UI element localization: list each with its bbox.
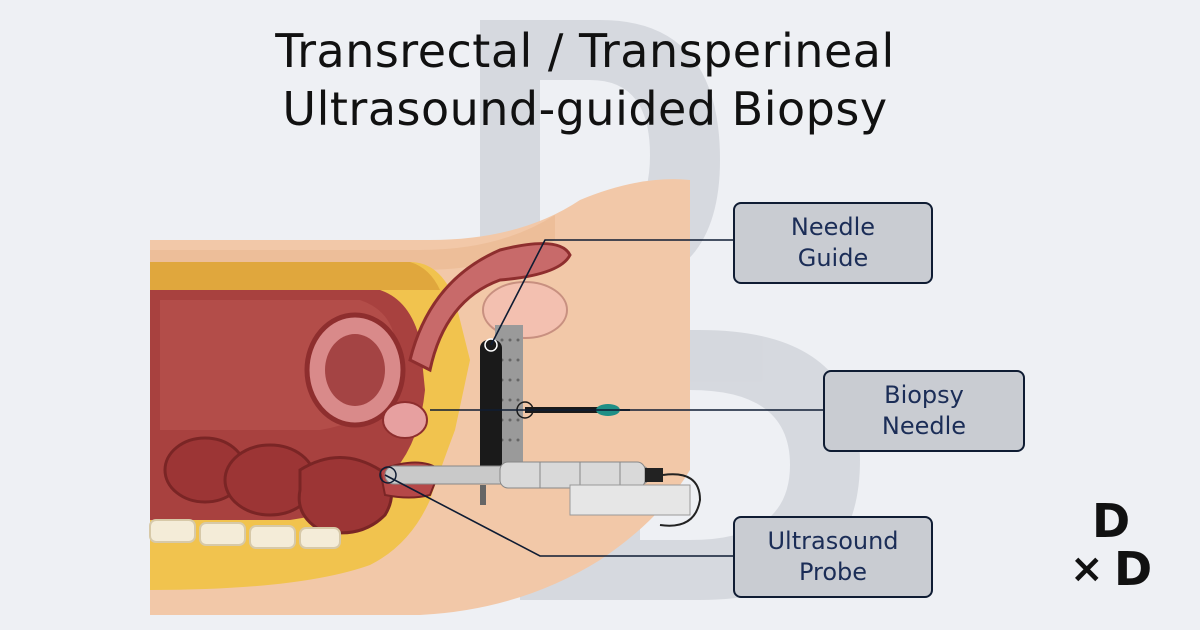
logo-letter-bottom: D xyxy=(1114,542,1153,596)
logo-letter-top: D xyxy=(1092,494,1131,548)
bladder xyxy=(304,312,406,428)
diagram-title: Transrectal / Transperineal Ultrasound-g… xyxy=(0,22,1170,138)
callout-biopsy-needle-line-2: Needle xyxy=(881,412,967,440)
spine xyxy=(149,519,341,549)
logo-cross: × xyxy=(1070,546,1104,592)
callout-needle-guide: Needle Guide xyxy=(733,202,933,284)
leader-line-ultrasound-probe xyxy=(384,474,735,557)
callout-needle-guide-line-1: Needle xyxy=(790,213,876,241)
intestine xyxy=(163,436,393,535)
dxd-logo: D × D xyxy=(1070,494,1170,598)
callout-ultrasound-probe: Ultrasound Probe xyxy=(733,516,933,598)
callout-biopsy-needle: Biopsy Needle xyxy=(823,370,1025,452)
leader-lines xyxy=(384,239,825,557)
prostate xyxy=(382,401,428,439)
callout-biopsy-needle-line-1: Biopsy xyxy=(884,381,964,409)
urethra xyxy=(408,242,572,373)
ultrasound-probe-device xyxy=(384,461,702,527)
needle-guide-device xyxy=(480,325,523,480)
callout-ultrasound-probe-line-1: Ultrasound xyxy=(767,527,899,555)
leader-line-needle-guide xyxy=(490,239,735,346)
probe-tip-marker xyxy=(379,466,397,484)
title-line-2: Ultrasound-guided Biopsy xyxy=(282,82,888,136)
callout-ultrasound-probe-line-2: Probe xyxy=(798,558,868,586)
title-line-1: Transrectal / Transperineal xyxy=(275,24,895,78)
callout-needle-guide-line-2: Guide xyxy=(797,244,869,272)
